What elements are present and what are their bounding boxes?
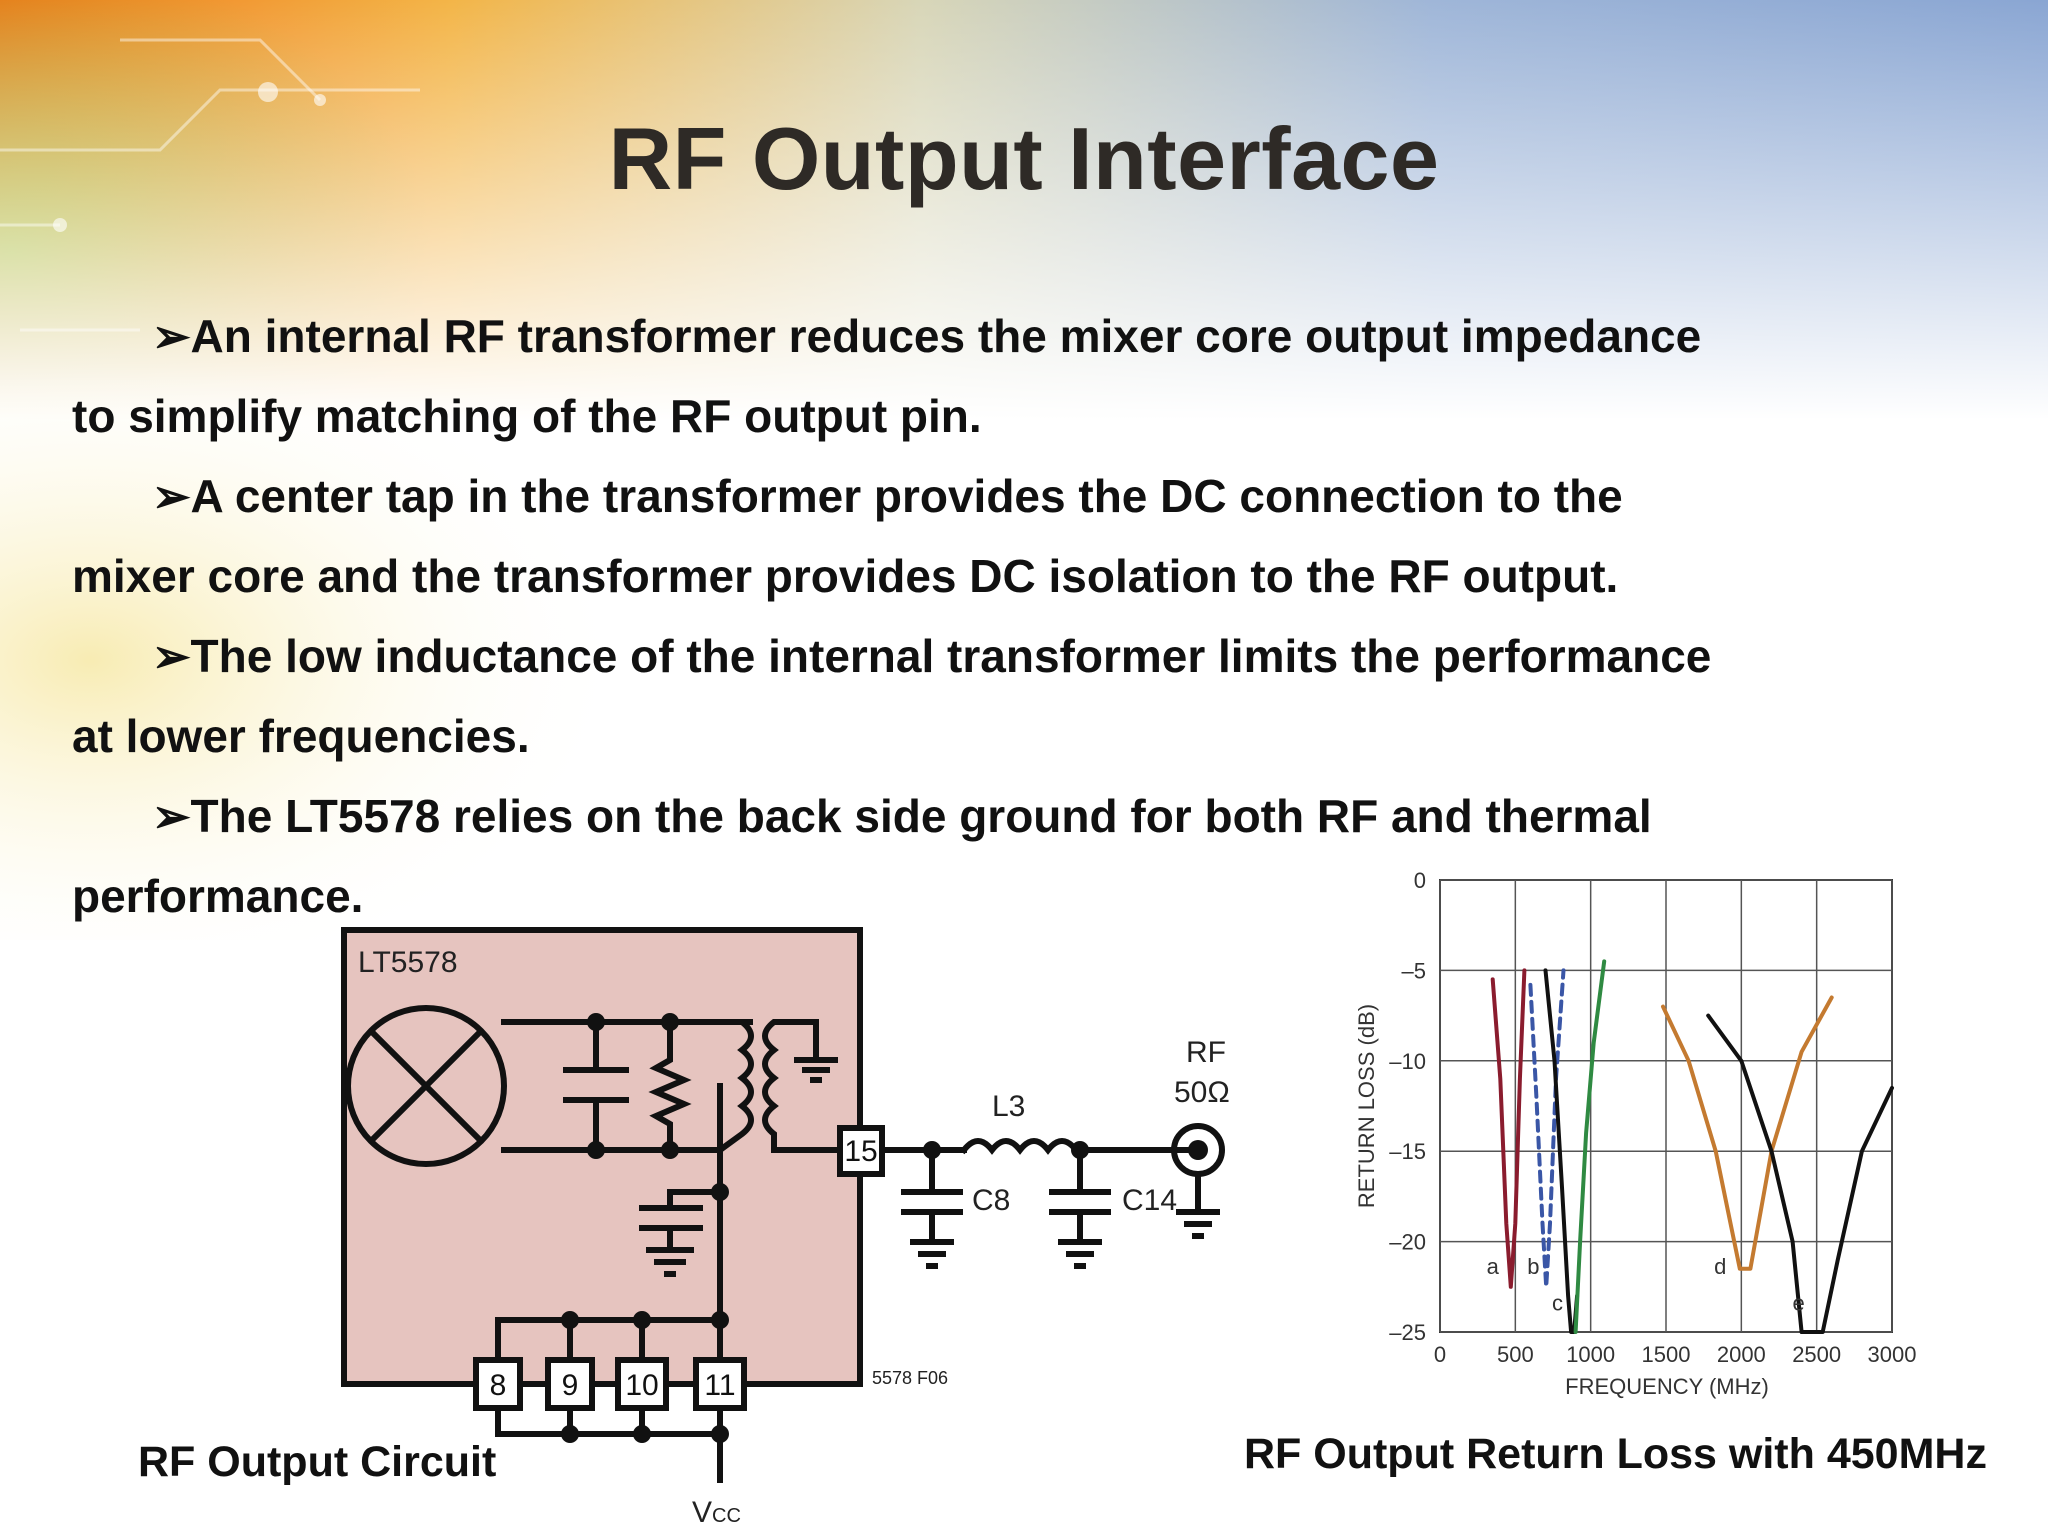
y-tick-label: –10 (1389, 1049, 1426, 1074)
pin-15-label: 15 (844, 1135, 877, 1168)
y-tick-label: –25 (1389, 1320, 1426, 1345)
y-tick-label: –20 (1389, 1230, 1426, 1255)
bullet-arrow-icon: ➢ (152, 470, 191, 522)
bullet-4-line-1: The LT5578 relies on the back side groun… (190, 790, 1652, 842)
ground-symbols (646, 1040, 1220, 1277)
inductor-label: L3 (992, 1090, 1025, 1123)
curve-label-b: b (1527, 1254, 1539, 1279)
x-tick-label: 2000 (1717, 1342, 1766, 1367)
impedance-label: 50Ω (1174, 1076, 1230, 1109)
bullet-3: ➢The low inductance of the internal tran… (72, 616, 1992, 776)
bullet-2-line-1: A center tap in the transformer provides… (190, 470, 1623, 522)
y-axis-title: RETURN LOSS (dB) (1354, 1004, 1379, 1208)
figure-code: 5578 F06 (872, 1368, 948, 1388)
chart-caption: RF Output Return Loss with 450MHz (1244, 1430, 1987, 1478)
pin-11-box (693, 1357, 747, 1411)
bullet-2-line-2: mixer core and the transformer provides … (72, 550, 1619, 602)
series-line-a (1490, 968, 1527, 1289)
pin-9-box (545, 1357, 595, 1411)
pin-8-label: 8 (490, 1369, 507, 1402)
series-line-e (1706, 1013, 1894, 1334)
pin-11-label: 11 (704, 1369, 735, 1402)
x-axis-title: FREQUENCY (MHz) (1565, 1374, 1769, 1399)
y-tick-label: 0 (1414, 868, 1426, 893)
curve-label-e: e (1792, 1290, 1804, 1315)
bullet-1: ➢An internal RF transformer reduces the … (72, 296, 1992, 456)
bullet-1-line-1: An internal RF transformer reduces the m… (190, 310, 1702, 362)
chip-body (341, 927, 863, 1387)
pin-15-box (837, 1125, 885, 1177)
pin-8-box (473, 1357, 523, 1411)
bullet-arrow-icon: ➢ (152, 630, 191, 682)
curve-label-c: c (1552, 1290, 1563, 1315)
series-line-c-green (1573, 959, 1607, 1334)
x-tick-label: 0 (1434, 1342, 1446, 1367)
bullet-4: ➢The LT5578 relies on the back side grou… (72, 776, 1992, 936)
rf-label: RF (1186, 1036, 1226, 1069)
chip-label: LT5578 (358, 946, 458, 979)
curve-label-d: d (1714, 1254, 1726, 1279)
vcc-label: VCC (692, 1496, 741, 1529)
series-line-d (1661, 995, 1834, 1271)
x-tick-label: 500 (1497, 1342, 1534, 1367)
bullet-3-line-2: at lower frequencies. (72, 710, 530, 762)
curve-label-a: a (1487, 1254, 1500, 1279)
slide-title: RF Output Interface (608, 109, 1440, 208)
x-tick-label: 1500 (1642, 1342, 1691, 1367)
pin-10-label: 10 (625, 1369, 658, 1402)
bullet-4-line-2: performance. (72, 870, 364, 922)
bullet-1-line-2: to simplify matching of the RF output pi… (72, 390, 982, 442)
y-tick-label: –5 (1402, 958, 1426, 983)
bullet-2: ➢A center tap in the transformer provide… (72, 456, 1992, 616)
return-loss-chart: 0 500 1000 1500 2000 2500 3000 0 –5 –10 –15 –20 –25 a… (1354, 868, 1917, 1399)
bullet-arrow-icon: ➢ (152, 310, 191, 362)
circuit-caption: RF Output Circuit (138, 1438, 497, 1486)
rf-output-circuit-diagram: 15 8 9 10 11 LT5578 L3 C8 C14 RF 50Ω 557… (341, 927, 1230, 1529)
pin-9-label: 9 (562, 1369, 579, 1402)
x-tick-label: 2500 (1792, 1342, 1841, 1367)
y-tick-label: –15 (1389, 1139, 1426, 1164)
x-tick-label: 1000 (1566, 1342, 1615, 1367)
pin-10-box (615, 1357, 669, 1411)
bullet-3-line-1: The low inductance of the internal trans… (190, 630, 1712, 682)
x-tick-label: 3000 (1868, 1342, 1917, 1367)
mixer-symbol (345, 1005, 507, 1167)
c14-label: C14 (1122, 1184, 1177, 1217)
bullet-arrow-icon: ➢ (152, 790, 191, 842)
c8-label: C8 (972, 1184, 1010, 1217)
